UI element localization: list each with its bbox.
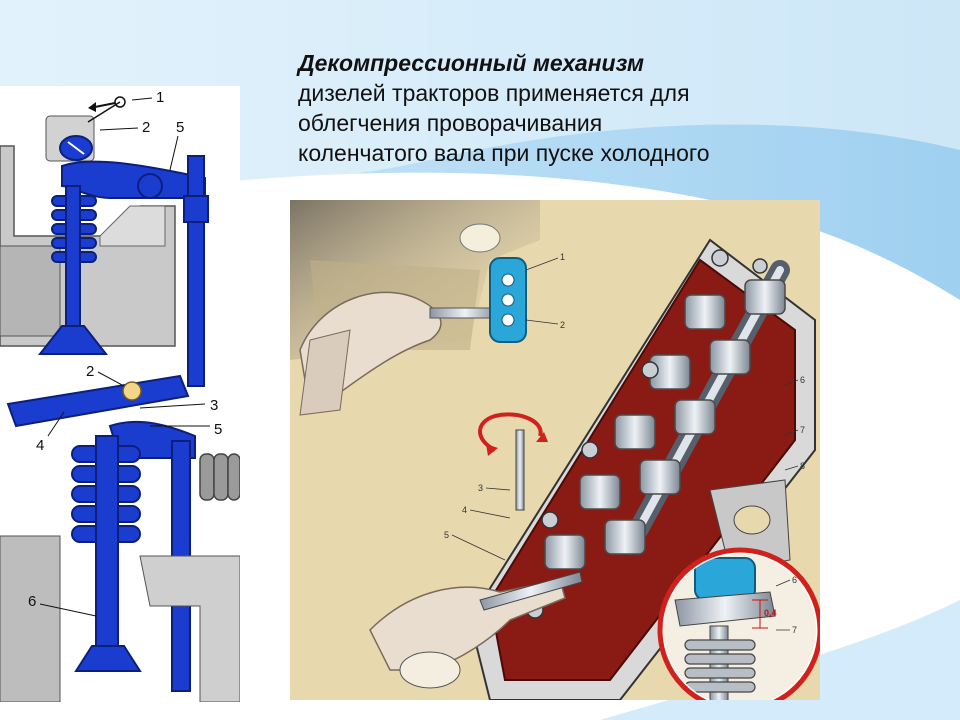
callout-label: 7 bbox=[800, 425, 805, 435]
inset-dimension-label: 0,4 bbox=[764, 608, 777, 618]
callout-label: 1 bbox=[560, 252, 565, 262]
callout-label: 3 bbox=[210, 397, 218, 414]
hand-top bbox=[299, 291, 501, 416]
valve-schematic-figure: 1 2 5 bbox=[0, 86, 240, 702]
callout-label: 3 bbox=[478, 483, 483, 493]
slide-heading: Декомпрессионный механизм bbox=[298, 50, 645, 76]
slide-body-line: коленчатого вала при пуске холодного bbox=[298, 140, 710, 166]
callout-label: 2 bbox=[560, 320, 565, 330]
cylinder-head-illustration: 1 2 3 4 5 6 7 8 bbox=[290, 200, 820, 700]
callout-label: 5 bbox=[176, 119, 184, 136]
upper-valve-drawing: 1 2 5 bbox=[0, 89, 209, 387]
callout-label: 5 bbox=[444, 530, 449, 540]
callout-label: 5 bbox=[214, 421, 222, 438]
callout-label: 7 bbox=[792, 625, 797, 635]
callout-label: 2 bbox=[142, 119, 150, 136]
callout-label: 4 bbox=[462, 505, 467, 515]
lower-valve-drawing: 2 3 5 4 6 bbox=[0, 363, 240, 702]
callout-label: 6 bbox=[800, 375, 805, 385]
slide-body-line: облегчения проворачивания bbox=[298, 110, 603, 136]
callout-label: 1 bbox=[156, 89, 164, 106]
clearance-inset: 0,4 6 7 bbox=[657, 547, 820, 700]
callout-label: 8 bbox=[800, 461, 805, 471]
slide-body-line: дизелей тракторов применяется для bbox=[298, 80, 690, 106]
callout-label: 4 bbox=[36, 437, 44, 454]
callout-label: 6 bbox=[28, 593, 36, 610]
slide-text: Декомпрессионный механизм дизелей тракто… bbox=[298, 48, 938, 168]
callout-label: 6 bbox=[792, 575, 797, 585]
callout-label: 2 bbox=[86, 363, 94, 380]
